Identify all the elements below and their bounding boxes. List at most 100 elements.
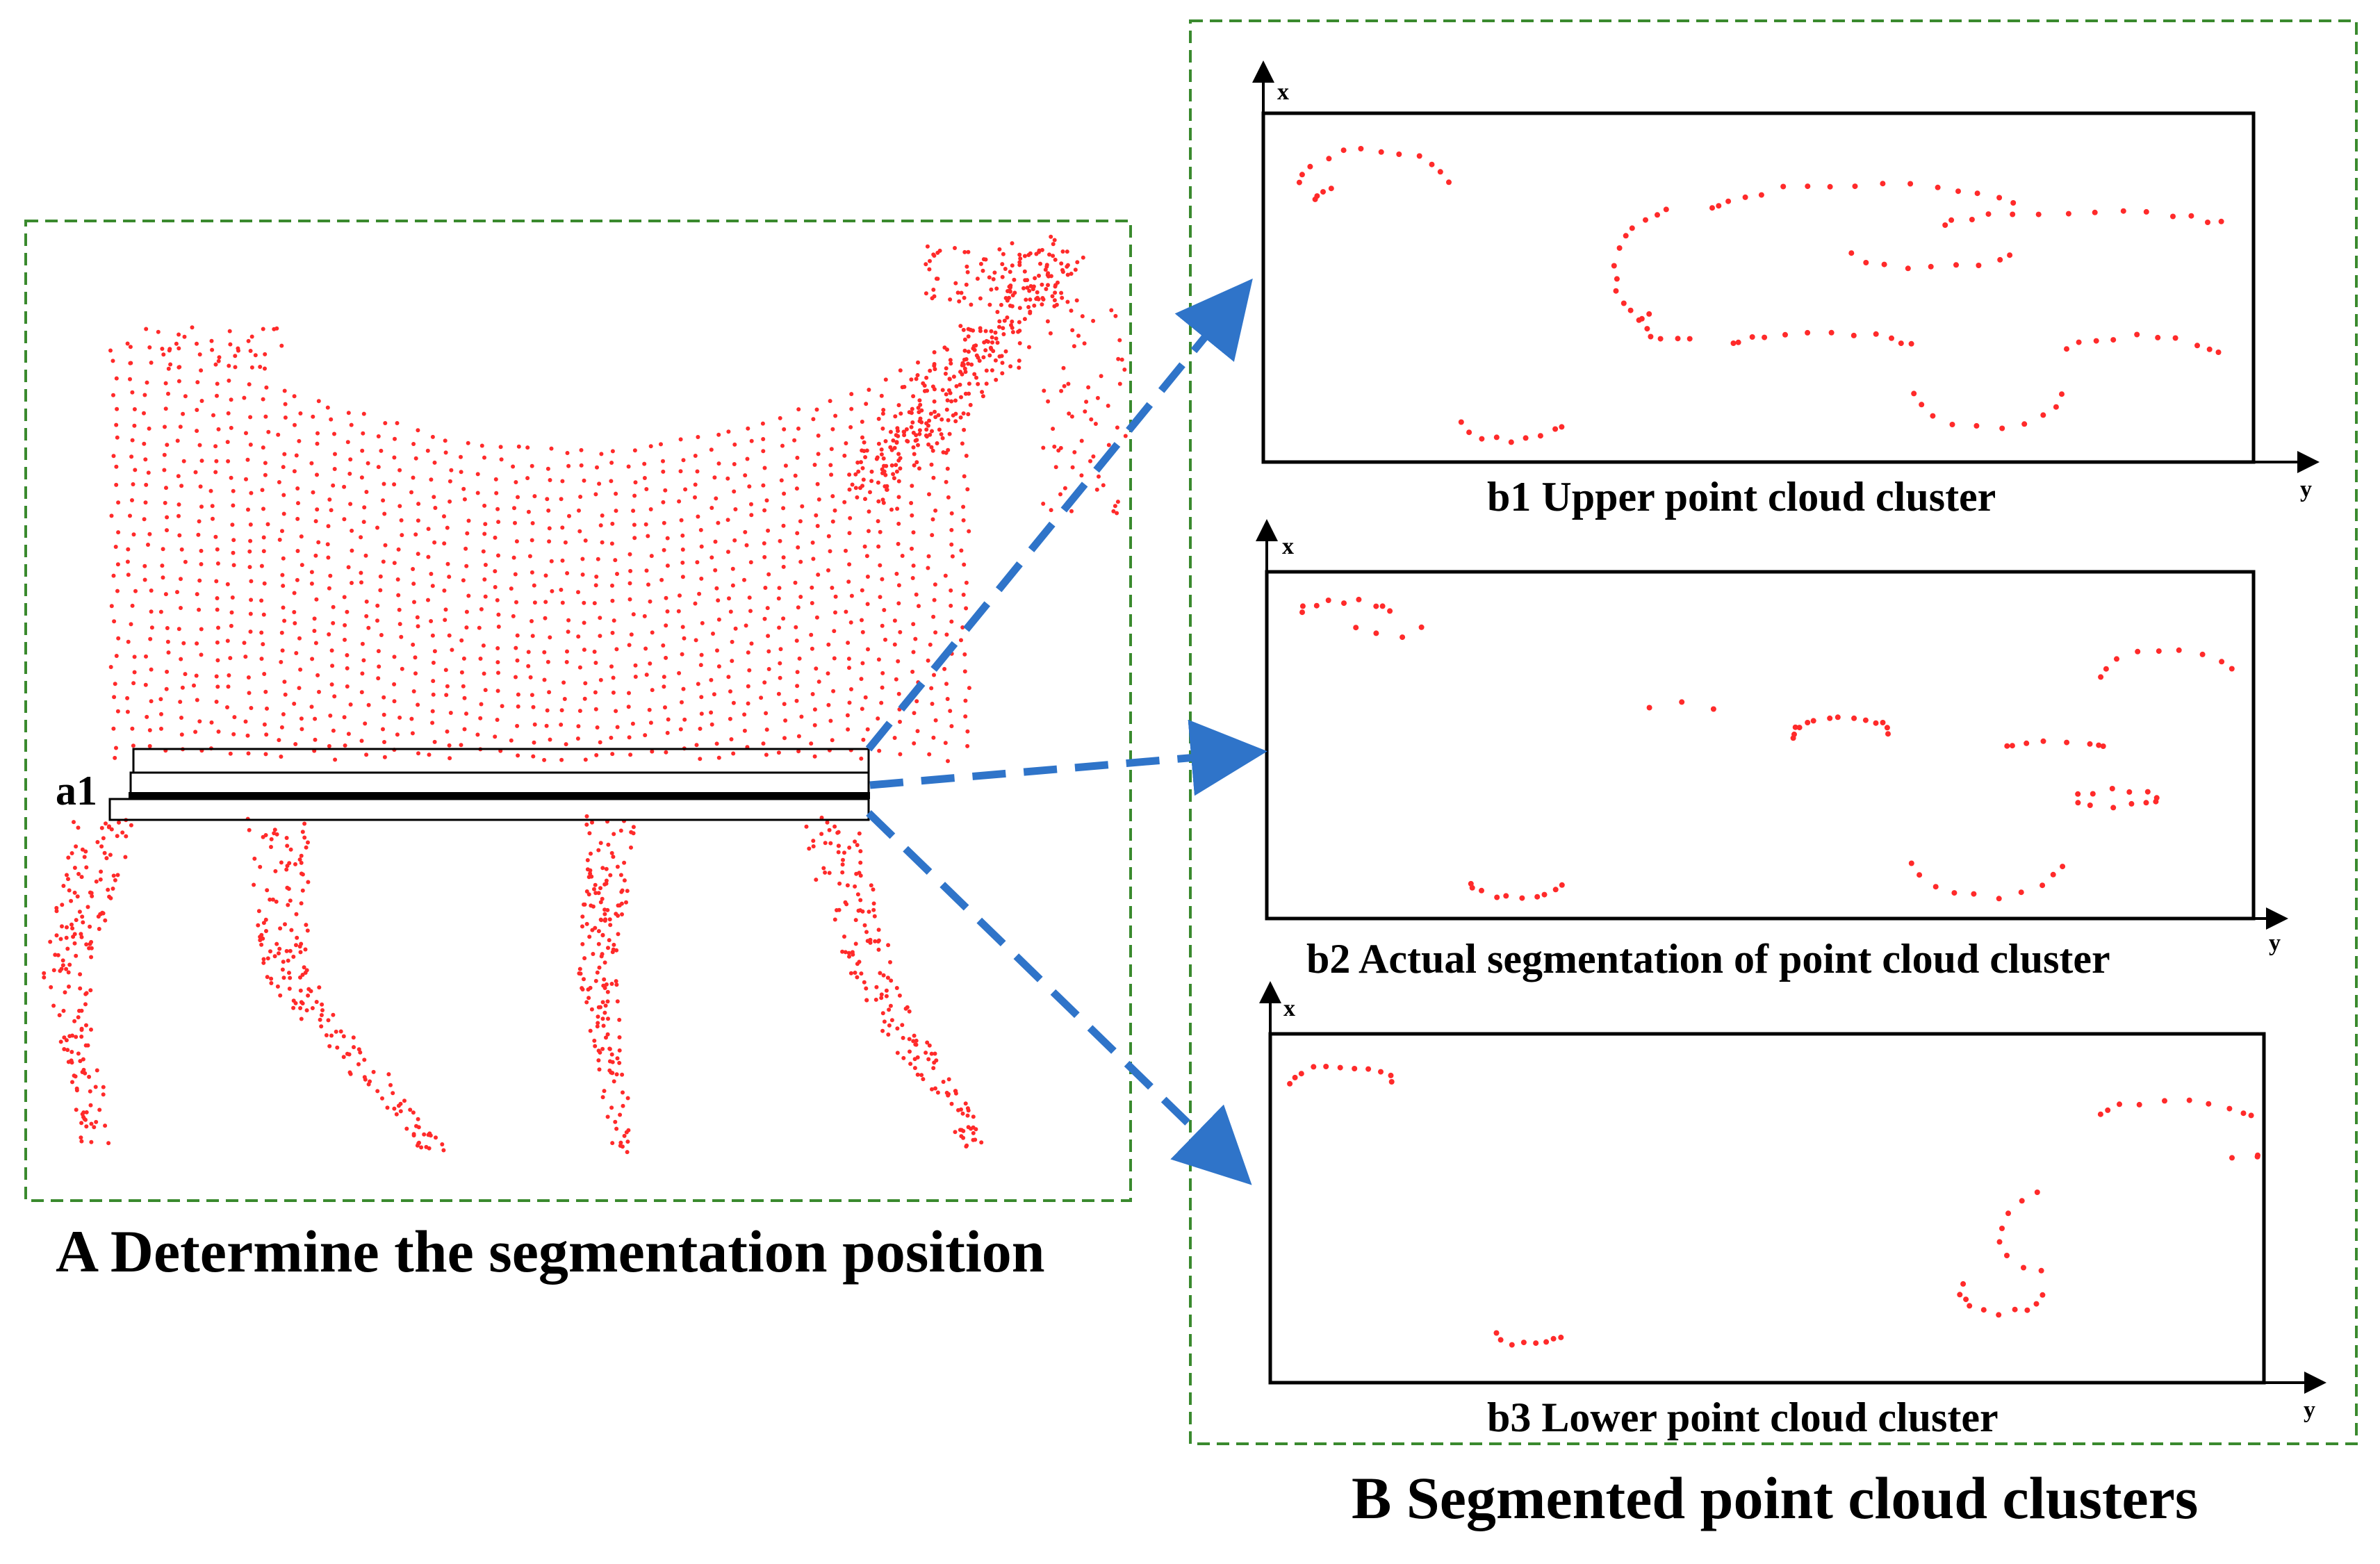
horse-point — [62, 1035, 67, 1040]
horse-point — [398, 1109, 403, 1114]
horse-point — [248, 443, 253, 447]
horse-point — [115, 562, 120, 567]
horse-point — [158, 697, 163, 702]
b1-point — [1889, 335, 1894, 341]
horse-point — [709, 447, 714, 452]
horse-point — [1010, 304, 1015, 308]
b3-point — [1960, 1281, 1967, 1287]
horse-point — [577, 966, 582, 971]
horse-point — [142, 577, 147, 582]
horse-point — [361, 520, 366, 525]
horse-point — [699, 711, 704, 716]
horse-point — [662, 548, 666, 552]
horse-point — [126, 639, 131, 644]
b2-point — [1299, 609, 1305, 616]
horse-point — [927, 267, 932, 272]
horse-point — [392, 455, 397, 460]
horse-point — [76, 825, 81, 830]
horse-point — [991, 277, 996, 281]
horse-point — [1094, 487, 1099, 492]
horse-point — [229, 425, 233, 430]
horse-point — [709, 506, 714, 510]
horse-point — [867, 909, 871, 914]
horse-point — [443, 450, 448, 455]
horse-point — [563, 540, 568, 545]
horse-point — [277, 537, 282, 542]
horse-point — [944, 407, 949, 412]
horse-point — [477, 625, 482, 630]
horse-point — [847, 954, 851, 959]
horse-point — [128, 345, 133, 349]
horse-point — [495, 598, 500, 602]
horse-point — [459, 743, 463, 748]
b3-point — [2097, 1111, 2103, 1117]
horse-point — [213, 470, 218, 475]
horse-point — [949, 399, 954, 404]
horse-point — [983, 348, 988, 353]
horse-point — [262, 672, 267, 676]
horse-point — [616, 932, 621, 937]
horse-point — [584, 822, 589, 827]
horse-point — [1115, 500, 1120, 504]
b3-point — [2012, 1306, 2018, 1312]
b2-x-label: x — [1282, 534, 1294, 559]
horse-point — [625, 1150, 630, 1155]
horse-point — [663, 705, 667, 710]
horse-point — [794, 639, 799, 643]
horse-point — [415, 615, 420, 620]
horse-point — [664, 623, 668, 628]
horse-point — [312, 629, 317, 633]
horse-point — [648, 661, 653, 666]
horse-point — [1076, 334, 1081, 338]
horse-point — [960, 372, 965, 377]
horse-point — [577, 665, 582, 670]
b1-point — [2134, 331, 2140, 338]
horse-point — [299, 716, 304, 721]
horse-point — [411, 1132, 416, 1137]
horse-point — [341, 1034, 346, 1039]
horse-point — [918, 402, 923, 407]
horse-point — [888, 429, 893, 434]
horse-point — [1028, 311, 1033, 315]
horse-point — [924, 262, 928, 267]
b1-point — [2007, 252, 2013, 258]
horse-point — [794, 698, 799, 703]
horse-point — [1093, 422, 1098, 426]
horse-point — [160, 563, 165, 568]
horse-point — [1017, 252, 1022, 257]
b3-point — [1957, 1292, 1963, 1298]
horse-point — [359, 475, 364, 480]
horse-point — [89, 1121, 94, 1126]
b1-point — [2194, 343, 2200, 349]
horse-point — [811, 417, 816, 422]
horse-point — [84, 1124, 89, 1129]
horse-point — [810, 601, 814, 605]
horse-point — [125, 695, 130, 700]
horse-point — [932, 362, 937, 366]
horse-point — [944, 479, 949, 484]
horse-point — [916, 443, 920, 447]
horse-point — [644, 568, 649, 573]
horse-point — [681, 686, 686, 691]
horse-point — [812, 723, 817, 727]
b1-point — [1805, 183, 1811, 190]
horse-point — [967, 529, 971, 534]
b1-point — [2188, 213, 2194, 219]
horse-point — [320, 1008, 325, 1012]
horse-point — [978, 261, 983, 266]
horse-point — [147, 532, 152, 536]
horse-point — [1062, 486, 1067, 491]
horse-point — [898, 629, 903, 634]
horse-point — [293, 742, 298, 746]
b3-point — [1352, 1066, 1358, 1071]
b1-point — [1307, 163, 1313, 170]
b3-point — [1996, 1239, 2003, 1245]
horse-point — [931, 735, 936, 740]
horse-point — [264, 732, 269, 737]
horse-point — [58, 937, 63, 941]
horse-point — [225, 705, 229, 709]
horse-point — [946, 1093, 951, 1098]
horse-point — [440, 1142, 445, 1146]
horse-point — [782, 736, 787, 741]
horse-point — [228, 342, 233, 347]
